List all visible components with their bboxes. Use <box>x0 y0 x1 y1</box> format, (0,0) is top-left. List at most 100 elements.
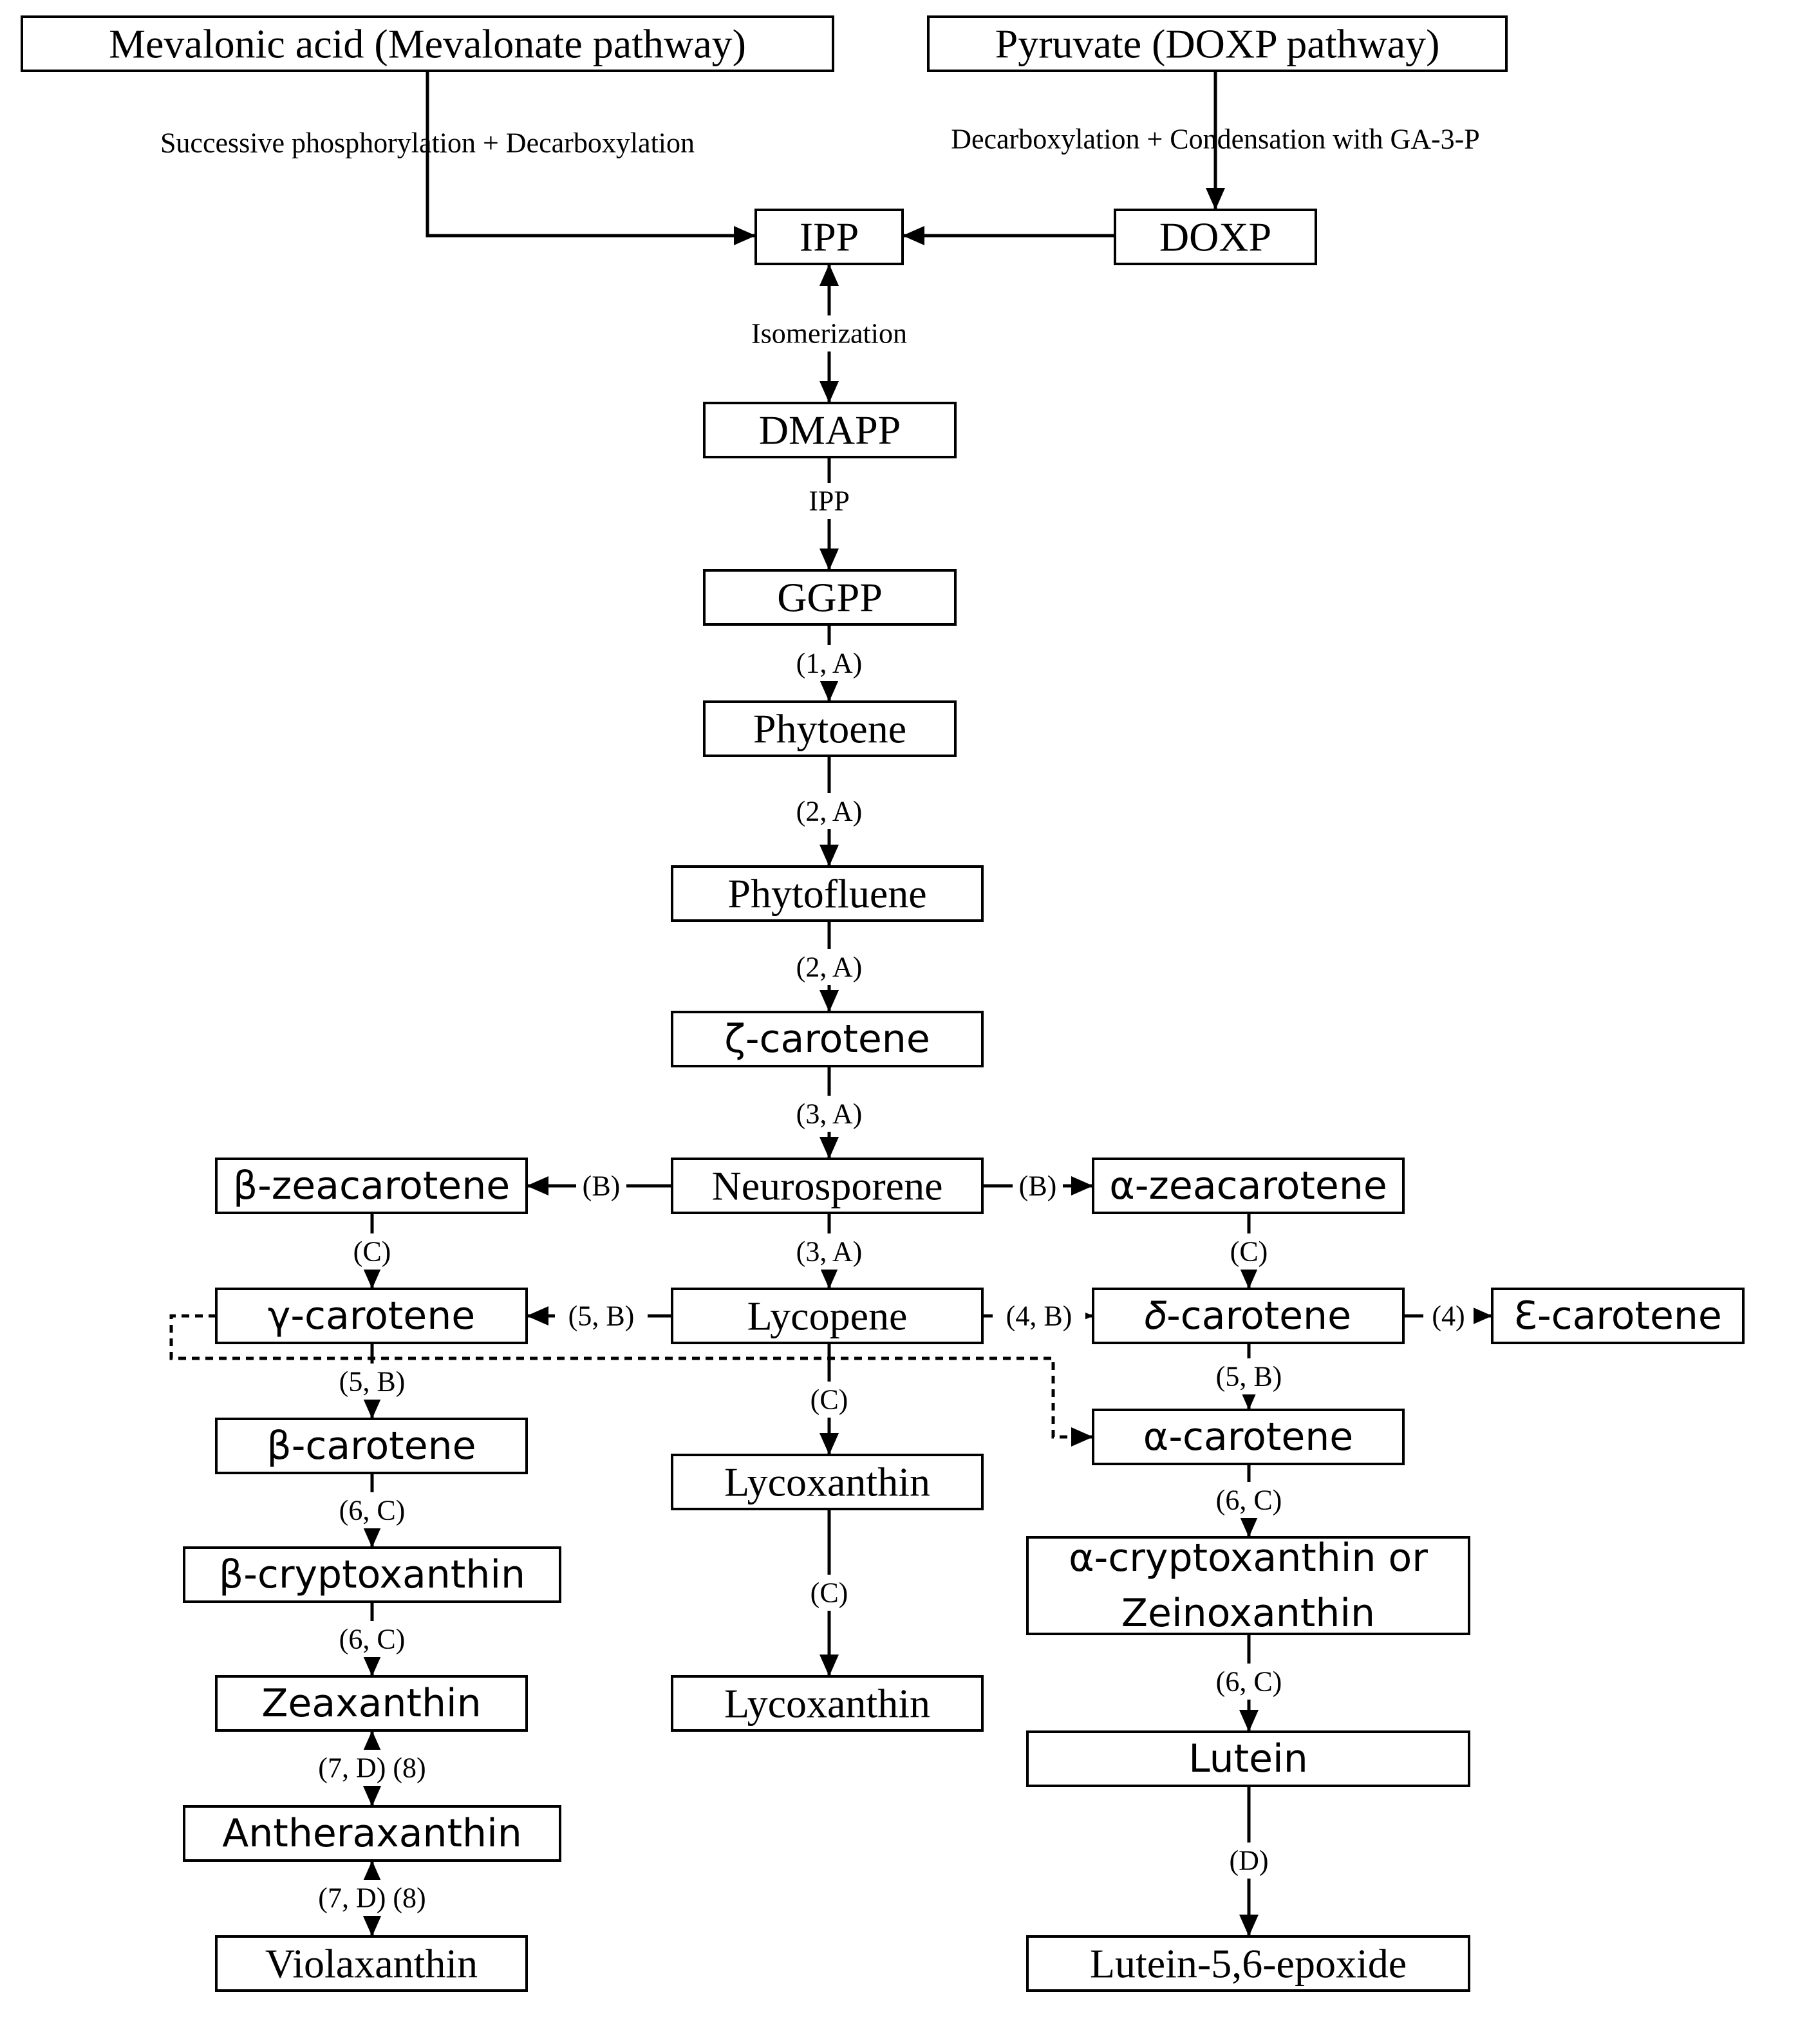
svg-text:(7, D) (8): (7, D) (8) <box>318 1882 426 1914</box>
node-neurosporene: Neurosporene <box>671 1158 984 1214</box>
node-box-zeta-carotene <box>671 1011 984 1067</box>
edge-label-phytofluene-to-zeta-carotene: (2, A) <box>783 949 876 985</box>
node-box-beta-carotene <box>215 1418 528 1474</box>
node-box-phytoene <box>703 700 957 757</box>
svg-text:(4): (4) <box>1432 1300 1465 1332</box>
node-lycopene: Lycopene <box>671 1288 984 1344</box>
node-ipp: IPP <box>754 209 904 265</box>
node-box-ipp <box>754 209 904 265</box>
node-lycoxanthin-2: Lycoxanthin <box>671 1675 984 1732</box>
node-epsilon-carotene: Ɛ-carotene <box>1491 1288 1745 1344</box>
node-box-dmapp <box>703 402 957 458</box>
svg-text:Isomerization: Isomerization <box>751 318 907 350</box>
svg-text:(7, D) (8): (7, D) (8) <box>318 1752 426 1784</box>
node-label-zeaxanthin: Zeaxanthin <box>261 1681 481 1726</box>
node-box-epsilon-carotene <box>1491 1288 1745 1344</box>
node-delta-carotene: 𝛿-carotene <box>1092 1288 1405 1344</box>
svg-text:IPP: IPP <box>809 485 850 517</box>
node-mevalonic: Mevalonic acid (Mevalonate pathway) <box>21 15 834 72</box>
edge-label-lycoxanthin-1-to-lycoxanthin-2: (C) <box>804 1575 854 1611</box>
node-label-ggpp: GGPP <box>777 575 883 621</box>
node-label-neurosporene: Neurosporene <box>712 1163 943 1209</box>
svg-text:(5, B): (5, B) <box>1216 1361 1282 1392</box>
node-doxp: DOXP <box>1114 209 1317 265</box>
node-label-beta-cryptoxanthin: β-cryptoxanthin <box>219 1552 525 1597</box>
node-label-gamma-carotene: γ-carotene <box>268 1293 475 1338</box>
edge-label-lycopene-to-gamma-carotene: (5, B) <box>555 1298 648 1334</box>
edge-gamma-carotene-to-alpha-carotene <box>169 1314 1093 1447</box>
node-label-lycoxanthin-2: Lycoxanthin <box>724 1681 930 1727</box>
node-alpha-zeacarotene: α-zeacarotene <box>1092 1158 1405 1214</box>
edge-label-beta-zeacarotene-to-gamma-carotene: (C) <box>347 1233 397 1270</box>
node-label-mevalonic: Mevalonic acid (Mevalonate pathway) <box>109 21 746 67</box>
node-box-alpha-zeacarotene <box>1092 1158 1405 1214</box>
node-box-pyruvate <box>927 15 1508 72</box>
node-label-lycoxanthin-1: Lycoxanthin <box>724 1459 930 1505</box>
svg-text:(4, B): (4, B) <box>1006 1300 1072 1332</box>
svg-text:(2, A): (2, A) <box>796 796 863 827</box>
edge-label-phytoene-to-phytofluene: (2, A) <box>783 793 876 829</box>
node-label-doxp: DOXP <box>1159 214 1271 260</box>
edge-label-beta-carotene-to-beta-cryptoxanthin: (6, C) <box>326 1492 418 1528</box>
svg-text:(6, C): (6, C) <box>1216 1485 1282 1516</box>
edge-label-alpha-cryptoxanthin-to-lutein: (6, C) <box>1203 1664 1295 1700</box>
svg-text:(3, A): (3, A) <box>796 1236 863 1268</box>
node-label-phytofluene: Phytofluene <box>727 871 926 917</box>
node-box-lutein <box>1026 1730 1470 1787</box>
node-box-beta-cryptoxanthin <box>183 1546 561 1603</box>
svg-text:(6, C): (6, C) <box>339 1495 406 1526</box>
edge-mevalonic-to-ipp <box>426 71 756 245</box>
svg-text:(1, A): (1, A) <box>796 648 863 679</box>
svg-text:(C): (C) <box>810 1384 848 1416</box>
node-lutein: Lutein <box>1026 1730 1470 1787</box>
svg-text:(D): (D) <box>1229 1845 1268 1877</box>
edge-label-lutein-to-lutein-epoxide: (D) <box>1224 1842 1274 1879</box>
edge-label-delta-carotene-to-alpha-carotene: (5, B) <box>1203 1358 1295 1394</box>
node-label-phytoene: Phytoene <box>753 706 906 752</box>
node-phytofluene: Phytofluene <box>671 865 984 922</box>
edge-label-alpha-zeacarotene-to-delta-carotene: (C) <box>1224 1233 1274 1270</box>
node-box-lutein-epoxide <box>1026 1935 1470 1992</box>
svg-text:(5, B): (5, B) <box>568 1300 635 1332</box>
svg-text:(C): (C) <box>353 1236 391 1268</box>
node-label-lycopene: Lycopene <box>747 1293 908 1339</box>
node-pyruvate: Pyruvate (DOXP pathway) <box>927 15 1508 72</box>
edge-label-neurosporene-to-alpha-zeacarotene: (B) <box>1013 1168 1063 1204</box>
node-box-violaxanthin <box>215 1935 528 1992</box>
node-beta-zeacarotene: β-zeacarotene <box>215 1158 528 1214</box>
node-label-zeta-carotene: ζ-carotene <box>724 1017 930 1062</box>
node-box-lycoxanthin-1 <box>671 1454 984 1510</box>
node-antheraxanthin: Antheraxanthin <box>183 1805 561 1862</box>
node-phytoene: Phytoene <box>703 700 957 757</box>
node-zeta-carotene: ζ-carotene <box>671 1011 984 1067</box>
svg-text:(B): (B) <box>583 1170 621 1202</box>
node-label-lutein: Lutein <box>1188 1736 1308 1781</box>
node-box-doxp <box>1114 209 1317 265</box>
edge-label-neurosporene-to-beta-zeacarotene: (B) <box>576 1168 626 1204</box>
node-label-beta-carotene: β-carotene <box>267 1423 476 1468</box>
node-zeaxanthin: Zeaxanthin <box>215 1675 528 1732</box>
node-box-gamma-carotene <box>215 1288 528 1344</box>
svg-text:Decarboxylation + Condensation: Decarboxylation + Condensation with GA-3… <box>951 124 1480 155</box>
node-label-dmapp: DMAPP <box>759 408 901 453</box>
edge-label-antheraxanthin-to-violaxanthin: (7, D) (8) <box>297 1880 447 1916</box>
node-label-pyruvate: Pyruvate (DOXP pathway) <box>995 21 1440 67</box>
svg-text:(C): (C) <box>810 1577 848 1609</box>
svg-text:(6, C): (6, C) <box>339 1624 406 1655</box>
edge-label-pyruvate-to-doxp: Decarboxylation + Condensation with GA-3… <box>951 124 1480 155</box>
node-label-antheraxanthin: Antheraxanthin <box>222 1811 522 1856</box>
node-box-alpha-cryptoxanthin <box>1026 1536 1470 1635</box>
node-box-antheraxanthin <box>183 1805 561 1862</box>
node-dmapp: DMAPP <box>703 402 957 458</box>
svg-text:(B): (B) <box>1019 1170 1057 1202</box>
node-box-zeaxanthin <box>215 1675 528 1732</box>
edge-label-alpha-carotene-to-alpha-cryptoxanthin: (6, C) <box>1203 1482 1295 1518</box>
node-box-lycoxanthin-2 <box>671 1675 984 1732</box>
node-label-alpha-carotene: α-carotene <box>1143 1414 1353 1459</box>
node-label-alpha-zeacarotene: α-zeacarotene <box>1109 1163 1387 1208</box>
edge-label-zeta-carotene-to-neurosporene: (3, A) <box>783 1096 876 1132</box>
edge-label-ggpp-to-phytoene: (1, A) <box>783 645 876 681</box>
